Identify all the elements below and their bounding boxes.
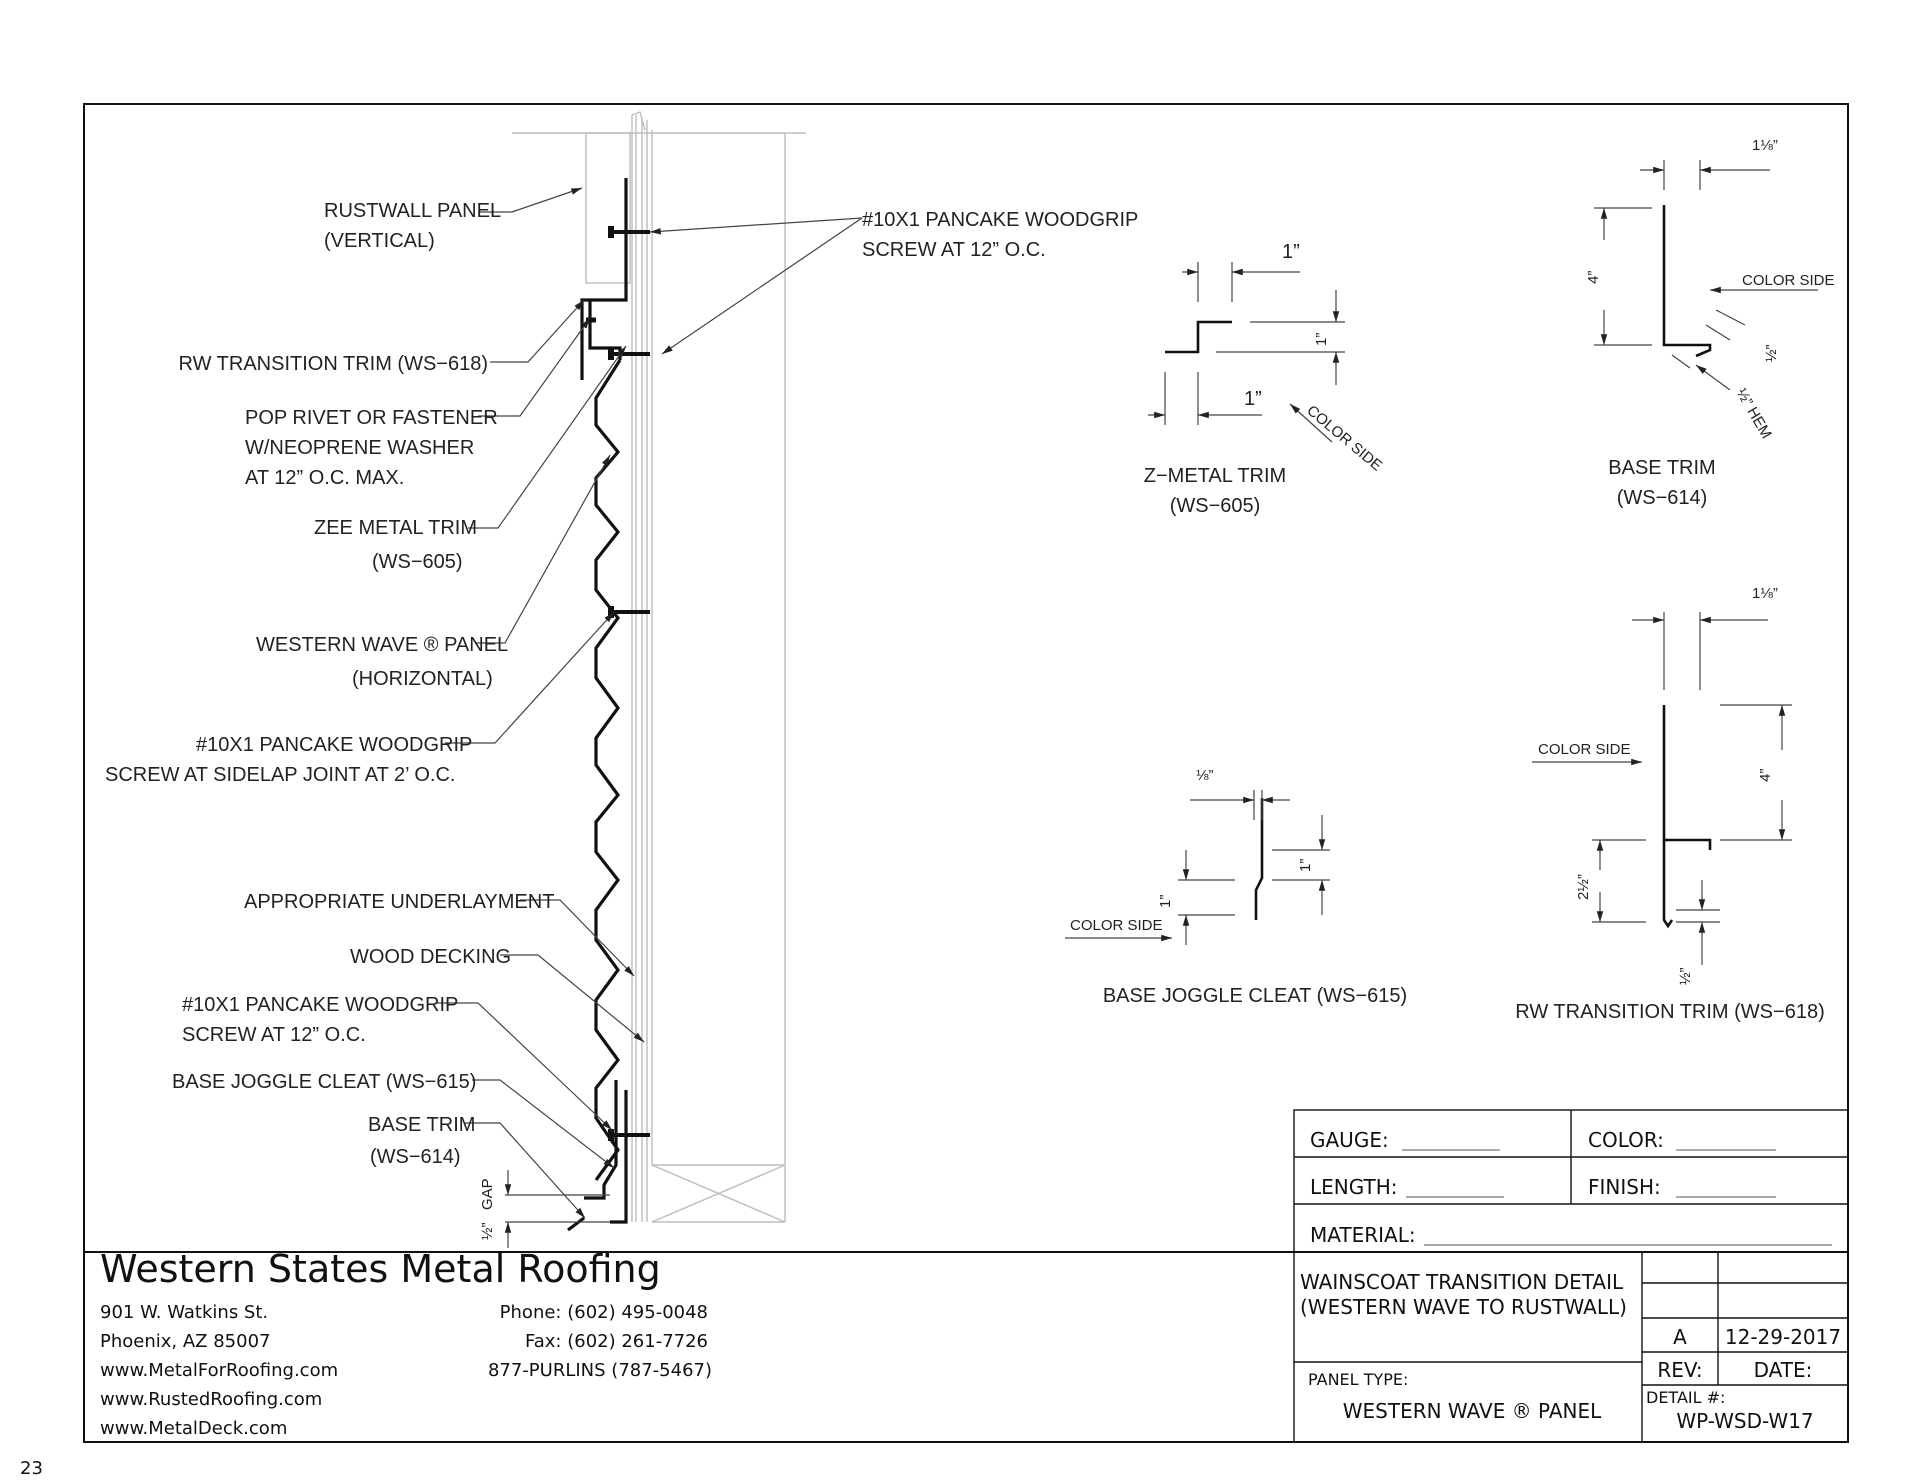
material-label: MATERIAL:: [1310, 1223, 1416, 1247]
finish-label: FINISH:: [1588, 1175, 1661, 1199]
spec-fields: GAUGE: COLOR: LENGTH: FINISH: MATERIAL:: [1293, 1109, 1849, 1253]
z-dim-top: 1”: [1282, 241, 1300, 263]
callout-screw-sidelap-1: #10X1 PANCAKE WOODGRIP: [196, 734, 472, 756]
callout-screw-bottom-1: #10X1 PANCAKE WOODGRIP: [182, 994, 458, 1016]
callout-screw-sidelap-2: SCREW AT SIDELAP JOINT AT 2’ O.C.: [105, 764, 455, 786]
screw-top: [608, 226, 650, 238]
joggle-dim-upper: 1”: [1297, 859, 1314, 872]
callout-screw-top-2: SCREW AT 12” O.C.: [862, 239, 1046, 261]
z-title-2: (WS−605): [1170, 495, 1261, 517]
base-title-2: (WS−614): [1617, 487, 1708, 509]
base-title-1: BASE TRIM: [1608, 457, 1715, 479]
joggle-dim-lower: 1”: [1157, 895, 1174, 908]
drawing-title-2: (WESTERN WAVE TO RUSTWALL): [1300, 1295, 1627, 1319]
callout-rw-transition: RW TRANSITION TRIM (WS−618): [179, 353, 488, 375]
callout-pop-rivet-3: AT 12” O.C. MAX.: [245, 467, 404, 489]
detail-label: DETAIL #:: [1646, 1388, 1725, 1407]
fax: Fax: (602) 261-7726: [525, 1331, 708, 1352]
toll-free: 877-PURLINS (787-5467): [488, 1360, 712, 1381]
screw-bottom: [608, 1129, 650, 1141]
callout-pop-rivet-1: POP RIVET OR FASTENER: [245, 407, 498, 429]
detail-base-trim: 1⅛” 4” ½” ½” HEM COLOR SIDE BASE TRIM (W…: [1585, 137, 1835, 509]
z-dim-bottom: 1”: [1244, 388, 1262, 410]
detail-rw-trim: 1⅛” 4” 2½” ½” COLOR SIDE RW TRANSITION T…: [1515, 585, 1824, 1023]
callout-zee-trim-1: ZEE METAL TRIM: [314, 517, 477, 539]
website-1: www.MetalForRoofing.com: [100, 1360, 338, 1381]
callout-rustwall-2: (VERTICAL): [324, 230, 435, 252]
base-dim-flange: ½”: [1763, 344, 1780, 362]
z-color-side: COLOR SIDE: [1303, 402, 1385, 475]
address-line-1: 901 W. Watkins St.: [100, 1302, 268, 1323]
detail-number: WP-WSD-W17: [1676, 1409, 1813, 1433]
callout-pop-rivet-2: W/NEOPRENE WASHER: [245, 437, 474, 459]
joggle-color-side: COLOR SIDE: [1070, 917, 1163, 934]
phone: Phone: (602) 495-0048: [500, 1302, 708, 1323]
callout-base-trim-1: BASE TRIM: [368, 1114, 475, 1136]
gauge-label: GAUGE:: [1310, 1128, 1389, 1152]
date-label: DATE:: [1754, 1358, 1813, 1382]
address-line-2: Phoenix, AZ 85007: [100, 1331, 270, 1352]
screw-sidelap: [608, 606, 650, 618]
rw-dim-width: 1⅛”: [1752, 585, 1778, 602]
screw-mid: [608, 348, 650, 360]
callout-zee-trim-2: (WS−605): [372, 551, 463, 573]
website-3: www.MetalDeck.com: [100, 1418, 287, 1439]
detail-joggle: ⅛” 1” 1” COLOR SIDE BASE JOGGLE CLEAT (W…: [1065, 767, 1407, 1007]
company-name: Western States Metal Roofing: [100, 1247, 661, 1291]
callout-gap-dim: ½”: [479, 1222, 496, 1240]
drawing-title-1: WAINSCOAT TRANSITION DETAIL: [1300, 1270, 1624, 1294]
callout-gap: GAP: [479, 1178, 496, 1210]
callout-underlayment: APPROPRIATE UNDERLAYMENT: [244, 891, 554, 913]
panel-type-label: PANEL TYPE:: [1308, 1370, 1408, 1389]
western-wave-panel: [594, 359, 622, 1181]
rw-dim-height: 4”: [1757, 769, 1774, 782]
callout-western-wave-2: (HORIZONTAL): [352, 668, 493, 690]
rw-dim-hem: ½”: [1677, 967, 1694, 985]
date-value: 12-29-2017: [1725, 1325, 1841, 1349]
panel-type: WESTERN WAVE ® PANEL: [1343, 1399, 1602, 1423]
joggle-dim-thick: ⅛”: [1196, 767, 1214, 784]
callout-wood-decking: WOOD DECKING: [350, 946, 511, 968]
website-2: www.RustedRoofing.com: [100, 1389, 322, 1410]
rev-value: A: [1673, 1325, 1687, 1349]
base-dim-hem: ½” HEM: [1733, 386, 1775, 442]
callout-base-trim-2: (WS−614): [370, 1146, 461, 1168]
sheet-border: [83, 103, 1849, 1443]
z-title-1: Z−METAL TRIM: [1144, 465, 1286, 487]
section-drawing: [512, 111, 806, 1232]
callout-screw-top-1: #10X1 PANCAKE WOODGRIP: [862, 209, 1138, 231]
joggle-title: BASE JOGGLE CLEAT (WS−615): [1103, 985, 1407, 1007]
callout-base-joggle: BASE JOGGLE CLEAT (WS−615): [172, 1071, 476, 1093]
base-dim-height: 4”: [1585, 271, 1602, 284]
rw-dim-lower: 2½”: [1575, 874, 1592, 900]
rev-label: REV:: [1657, 1358, 1702, 1382]
callout-screw-bottom-2: SCREW AT 12” O.C.: [182, 1024, 366, 1046]
rw-color-side: COLOR SIDE: [1538, 741, 1631, 758]
length-label: LENGTH:: [1310, 1175, 1398, 1199]
callout-western-wave-1: WESTERN WAVE ® PANEL: [256, 634, 508, 656]
color-label: COLOR:: [1588, 1128, 1664, 1152]
detail-z-trim: 1” 1” 1” COLOR SIDE Z−METAL TRIM (WS−605…: [1144, 241, 1385, 517]
base-dim-width: 1⅛”: [1752, 137, 1778, 154]
base-color-side: COLOR SIDE: [1742, 272, 1835, 289]
leader-lines: [436, 187, 863, 1248]
title-block: Western States Metal Roofing 901 W. Watk…: [100, 1247, 1848, 1442]
callout-rustwall-1: RUSTWALL PANEL: [324, 200, 501, 222]
rw-title: RW TRANSITION TRIM (WS−618): [1515, 1001, 1824, 1023]
z-dim-right: 1”: [1313, 333, 1330, 346]
page-number: 23: [20, 1458, 43, 1479]
